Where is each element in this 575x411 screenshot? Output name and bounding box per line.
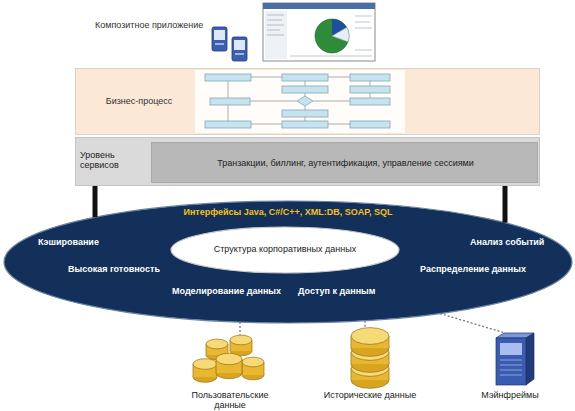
text-line: [355, 22, 370, 23]
database-icon: [351, 328, 389, 389]
window-frame: [263, 3, 375, 61]
text-line: [355, 28, 372, 29]
mainframe-icon: [496, 333, 534, 385]
text-line: [355, 50, 372, 51]
tower-slot: [500, 365, 522, 366]
cylinder-side: [264, 362, 265, 375]
data-link: [440, 314, 505, 333]
storage-label: Мэйнфреймы: [460, 390, 560, 400]
band-label: Уровень сервисов: [80, 150, 142, 171]
app-screenshot: [263, 3, 375, 61]
cylinder-top: [206, 339, 228, 349]
user-data-store: Пользовательские данные: [175, 335, 285, 403]
data-core: Структура корпоративных данных: [170, 226, 400, 274]
text-line: [267, 20, 282, 21]
pie-slice: [332, 28, 349, 42]
feature-label: Анализ событий: [470, 237, 560, 247]
table-lines: [290, 16, 372, 56]
cylinder-top: [242, 357, 264, 367]
interface-list: Интерфейсы Java, C#/C++, XML:DB, SOAP, S…: [138, 207, 438, 217]
mainframe-store: Мэйнфреймы: [460, 333, 560, 403]
cylinder-top: [230, 335, 252, 345]
tower-front: [496, 338, 526, 385]
data-ring: Интерфейсы Java, C#/C++, XML:DB, SOAP, S…: [3, 200, 573, 324]
service-box: Транзакции, биллинг, аутентификация, упр…: [151, 142, 538, 183]
tower-side: [526, 333, 534, 385]
core-label: Структура корпоративных данных: [170, 244, 400, 254]
layer-label: Композитное приложение: [95, 20, 220, 30]
device-keys: [235, 53, 244, 55]
cylinder-side: [193, 364, 194, 377]
text-line: [267, 25, 284, 26]
device-keys: [215, 43, 224, 45]
storage-label: Пользовательские данные: [175, 390, 285, 411]
text-line: [267, 30, 280, 31]
pie-slice: [332, 19, 347, 36]
device-screen: [234, 40, 245, 50]
cylinder-top: [351, 328, 389, 345]
support-post: [503, 186, 508, 223]
handheld-icons: [212, 27, 247, 61]
feature-label: Распределение данных: [420, 264, 545, 274]
pie-slice: [315, 19, 349, 53]
cylinder-top: [216, 353, 242, 364]
tower-slot: [500, 375, 522, 376]
data-link: [364, 321, 365, 328]
window-titlebar: [263, 3, 375, 9]
feature-label: Кэширование: [38, 237, 128, 247]
tower-panel: [500, 343, 522, 355]
tower-slot: [500, 370, 522, 371]
text-line: [267, 35, 284, 36]
ellipse-shape: [171, 227, 399, 273]
cylinder-top: [193, 359, 217, 370]
process-band: Бизнес-процесс: [75, 68, 540, 135]
cylinder-side: [216, 359, 217, 373]
text-line: [267, 15, 284, 16]
history-data-store: Исторические данные: [315, 328, 425, 403]
feature-label: Высокая готовность: [68, 264, 178, 274]
service-band: Уровень сервисов Транзакции, биллинг, аут…: [75, 137, 540, 186]
cylinder-side: [242, 359, 243, 373]
tower-slot: [500, 360, 522, 361]
data-link: [239, 322, 240, 335]
database-icon: [193, 335, 264, 382]
device-body: [212, 27, 227, 51]
feature-label: Моделирование данных: [172, 286, 294, 296]
service-list: Транзакции, биллинг, аутентификация, упр…: [152, 158, 539, 168]
device-body: [232, 37, 247, 61]
sidebar-lines: [267, 15, 284, 35]
text-line: [290, 56, 372, 57]
ellipse-shape: [4, 201, 572, 323]
band-label: Бизнес-процесс: [89, 96, 189, 106]
storage-label: Исторические данные: [315, 390, 425, 400]
feature-label: Доступ к данным: [298, 286, 398, 296]
text-line: [355, 16, 372, 17]
support-post: [93, 186, 98, 217]
window-sidebar: [265, 11, 287, 59]
device-screen: [214, 30, 225, 40]
